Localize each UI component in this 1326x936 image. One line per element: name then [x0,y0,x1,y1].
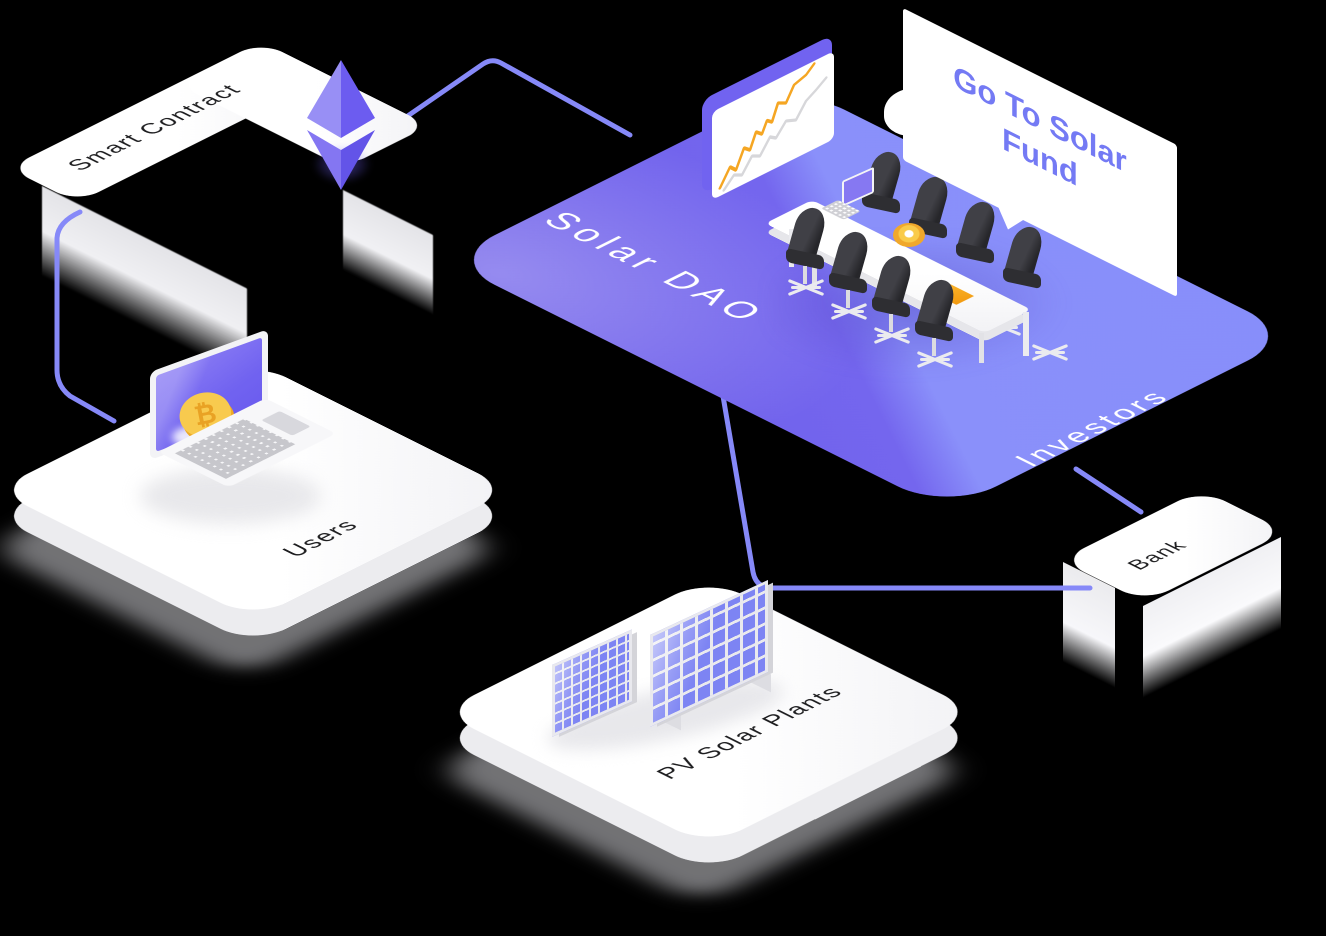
office-chair [827,231,875,332]
connector-smart-contract-to-solar-dao [393,58,633,138]
chair-base [873,326,911,345]
office-chair [913,279,961,380]
chair-base [830,302,868,321]
donut-coin-icon [893,223,925,247]
table-leg [1023,312,1029,356]
table-leg [979,333,984,363]
ethereum-icon [307,60,375,190]
office-chair [1001,226,1069,362]
chair-base [787,278,825,297]
chair-base [1031,343,1069,362]
connector-investors-to-bank [1073,466,1144,515]
chair-base [916,350,954,369]
office-chair [870,255,918,356]
growth-chart-icon [718,62,828,192]
office-chair [784,207,832,308]
connector-smart-contract-to-users [54,209,117,424]
growth-chart-board [712,50,834,200]
